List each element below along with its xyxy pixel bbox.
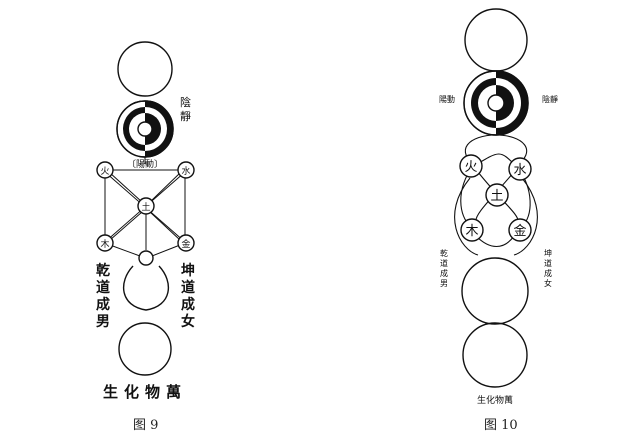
fig9-yang-dong-label: 〔陽動〕	[127, 159, 163, 170]
fig10-qian-label-1: 乾	[440, 248, 448, 258]
fig10-wanwu-circle	[462, 322, 528, 388]
figure-9-caption: 图 9	[133, 418, 159, 433]
fig9-qian-label-4: 男	[96, 314, 110, 330]
fig10-kun-label-2: 道	[544, 258, 552, 268]
fig10-water-circle	[508, 157, 532, 181]
fig10-yin-label-1: 陰	[542, 94, 550, 104]
fig10-yang-label-1: 陽	[439, 95, 447, 104]
fig10-qian-kun-circle	[461, 257, 529, 325]
fig9-convergence-circle	[138, 250, 154, 266]
fig9-wood-label: 木	[100, 238, 109, 250]
fig9-yin-yang-circle	[116, 100, 174, 158]
fig10-earth-label: 土	[490, 189, 503, 204]
fig9-wanwu-label: 生化物萬	[103, 383, 187, 401]
fig10-kun-label-1: 坤	[544, 248, 552, 258]
fig9-metal-circle	[177, 234, 195, 252]
fig9-kun-label-4: 女	[181, 313, 195, 330]
fig9-yin-label-1: 陰	[180, 95, 191, 109]
fig9-earth-label: 土	[141, 201, 150, 213]
fig10-yin-label-2: 靜	[550, 94, 558, 104]
fig10-earth-circle	[485, 183, 509, 207]
fig9-wanwu-circle	[118, 322, 172, 376]
fig10-qian-label-4: 男	[440, 279, 448, 288]
figure-10-caption: 图 10	[484, 418, 518, 433]
fig10-kun-label-4: 女	[544, 278, 552, 288]
fig10-water-label: 水	[513, 163, 526, 178]
fig9-water-circle	[177, 161, 195, 179]
fig10-metal-circle	[508, 218, 532, 242]
figure-9-taiji-diagram	[96, 41, 195, 376]
fig10-wanwu-label: 生化物萬	[477, 394, 513, 406]
fig10-wood-circle	[460, 218, 484, 242]
fig9-fire-circle	[96, 161, 114, 179]
fig9-qian-label-3: 成	[96, 296, 110, 313]
fig10-kun-label-3: 成	[544, 268, 552, 278]
fig10-wood-label: 木	[465, 224, 478, 239]
figure-10-taiji-diagram	[454, 8, 538, 388]
fig9-qian-label-1: 乾	[96, 262, 110, 279]
fig10-yin-yang-circle	[463, 70, 529, 136]
fig9-wood-circle	[96, 234, 114, 252]
fig9-metal-label: 金	[181, 238, 190, 250]
fig10-yang-label-2: 動	[447, 95, 455, 104]
fig9-yin-label-2: 靜	[180, 109, 191, 123]
fig9-labels: 陰 靜 〔陽動〕 火 水 土 木 金 乾 道 成 男 坤 道 成 女 生化物萬	[96, 95, 195, 401]
fig9-kun-label-3: 成	[181, 296, 195, 313]
fig9-fire-label: 火	[100, 166, 109, 177]
fig9-water-label: 水	[181, 165, 190, 177]
fig9-kun-label-1: 坤	[181, 262, 195, 279]
fig10-wuji-circle	[464, 8, 528, 72]
fig10-metal-label: 金	[513, 223, 526, 239]
fig9-qian-label-2: 道	[96, 279, 110, 296]
fig10-qian-label-3: 成	[440, 268, 448, 278]
fig10-fire-label: 火	[464, 160, 477, 175]
fig10-fire-circle	[459, 154, 483, 178]
fig9-qian-kun-circle	[122, 265, 170, 311]
fig10-labels: 陽 動 陰 靜 火 水 土 木 金 乾 道 成 男 坤 道 成 女 生化物萬	[439, 94, 558, 406]
fig9-earth-circle	[137, 197, 155, 215]
fig9-kun-label-2: 道	[181, 279, 195, 296]
fig10-qian-label-2: 道	[440, 258, 448, 268]
fig9-wuji-circle	[117, 41, 173, 97]
